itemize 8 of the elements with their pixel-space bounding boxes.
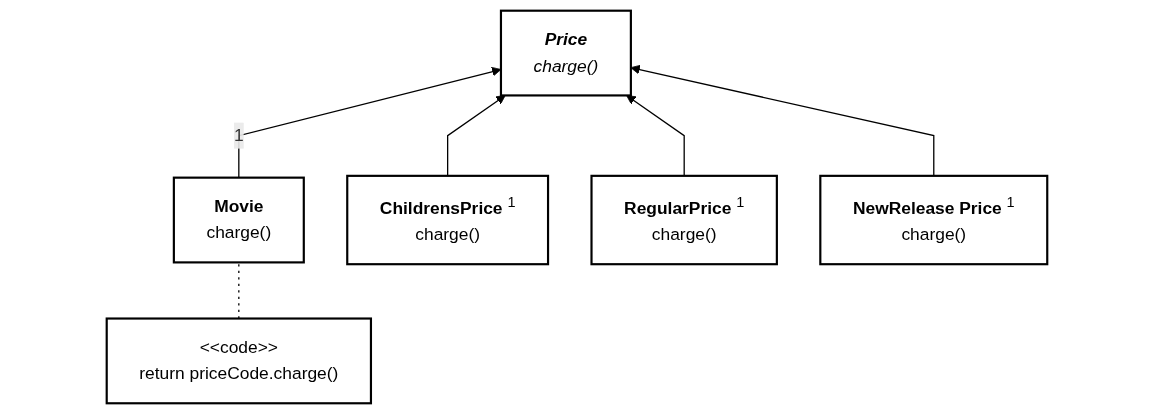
edge-label: 1 — [234, 125, 244, 145]
node-box: Movie charge() — [172, 176, 305, 264]
node-box: RegularPrice $^{1}$ charge() — [590, 174, 778, 266]
node-box: <<code>> return priceCode.charge() — [105, 317, 373, 405]
connector — [238, 261, 240, 320]
node-box: ChildrensPrice $^{1}$ charge() — [346, 174, 550, 266]
node-box: NewRelease Price $^{1}$ charge() — [819, 174, 1049, 266]
node-box: Price charge() — [499, 9, 632, 97]
